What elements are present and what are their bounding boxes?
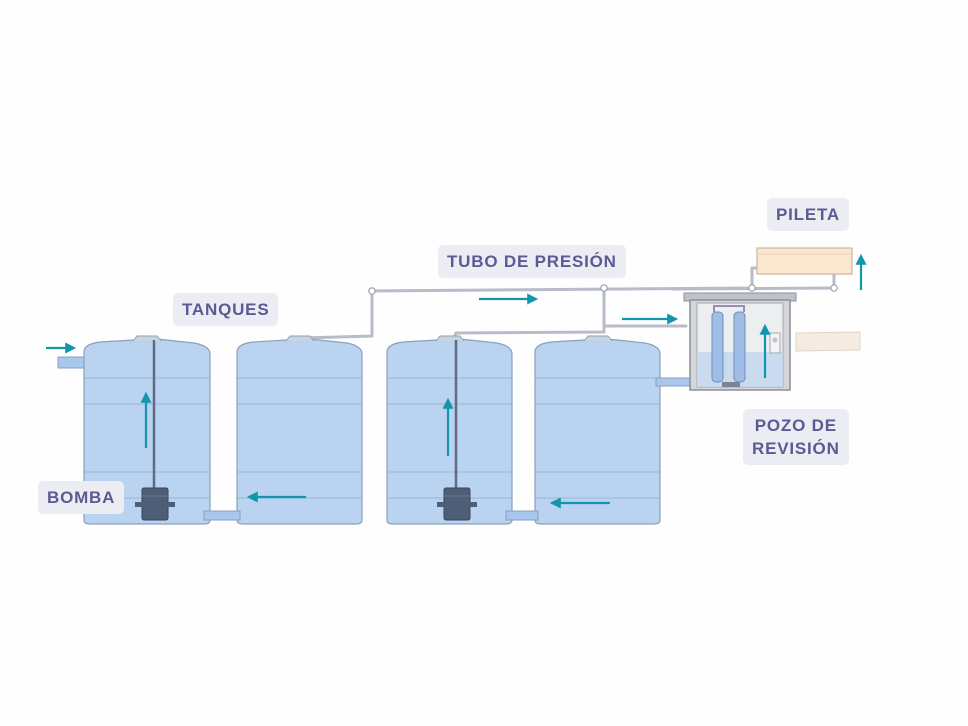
inspection-chamber	[683, 292, 797, 391]
pipe-joint	[368, 287, 376, 295]
label-bomba: BOMBA	[38, 481, 125, 514]
filter-cartridge	[733, 311, 746, 383]
pump-2	[437, 487, 477, 521]
tank-2	[236, 335, 363, 525]
pool	[756, 247, 853, 275]
pipe-joint	[830, 284, 838, 292]
pump-1	[135, 487, 175, 521]
tank-4	[534, 335, 661, 525]
label-pileta: PILETA	[767, 198, 849, 231]
outlet-ground-pipe	[795, 331, 861, 352]
pressure-pipe-main	[300, 266, 764, 340]
pressure-pipe-second	[452, 286, 606, 340]
label-tanques: TANQUES	[173, 293, 279, 326]
flow-arrows	[46, 253, 867, 509]
label-pozo-line-2: REVISIÓN	[752, 439, 840, 458]
pipe-joints	[368, 284, 838, 295]
pressure-pipe-to-chamber	[602, 298, 688, 328]
connector-pipe-3-4	[505, 510, 539, 521]
pipe-joint	[600, 284, 608, 292]
connector-pipe-1-2	[203, 510, 241, 521]
filter-cartridge	[711, 311, 724, 383]
pipe-joint	[748, 284, 756, 292]
label-tubo-de-presion: TUBO DE PRESIÓN	[438, 245, 626, 278]
label-pozo-line-1: POZO DE	[754, 416, 837, 435]
label-pozo-de-revision: POZO DE REVISIÓN	[743, 409, 849, 465]
connector-pipe-4-chamber	[655, 377, 691, 387]
